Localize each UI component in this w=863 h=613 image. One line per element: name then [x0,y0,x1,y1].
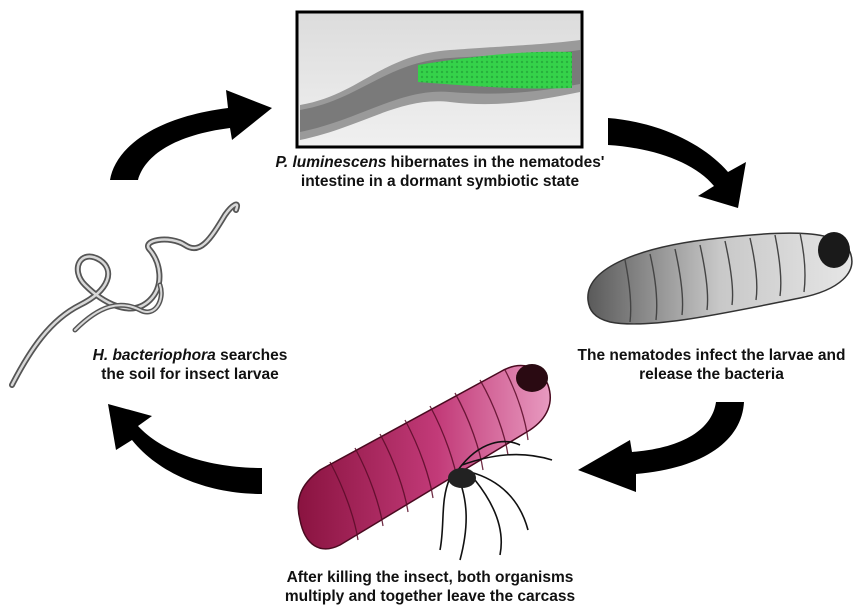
cycle-arrow-icon [578,402,744,492]
larva-image [588,232,852,324]
caption-symbiosis-species: P. luminescens [275,154,386,171]
caption-multiplication: After killing the insect, both organisms… [220,568,640,606]
caption-infection-line2: release the bacteria [560,365,863,384]
caption-search-species: H. bacteriophora [93,347,216,364]
caption-multiplication-line1: After killing the insect, both organisms [220,568,640,587]
caption-search: H. bacteriophora searches the soil for i… [40,346,340,384]
caption-symbiosis-line1: hibernates in the nematodes' [386,154,604,171]
caption-multiplication-line2: multiply and together leave the carcass [220,587,640,606]
infected-larva-image [298,364,552,560]
caption-symbiosis-line2: intestine in a dormant symbiotic state [240,172,640,191]
caption-search-line2: the soil for insect larvae [40,365,340,384]
nematode-gut-micrograph [297,12,582,147]
cycle-arrow-icon [108,404,262,494]
caption-infection: The nematodes infect the larvae and rele… [560,346,863,384]
caption-search-line1: searches [216,347,288,364]
caption-symbiosis: P. luminescens hibernates in the nematod… [240,153,640,191]
caption-infection-line1: The nematodes infect the larvae and [560,346,863,365]
